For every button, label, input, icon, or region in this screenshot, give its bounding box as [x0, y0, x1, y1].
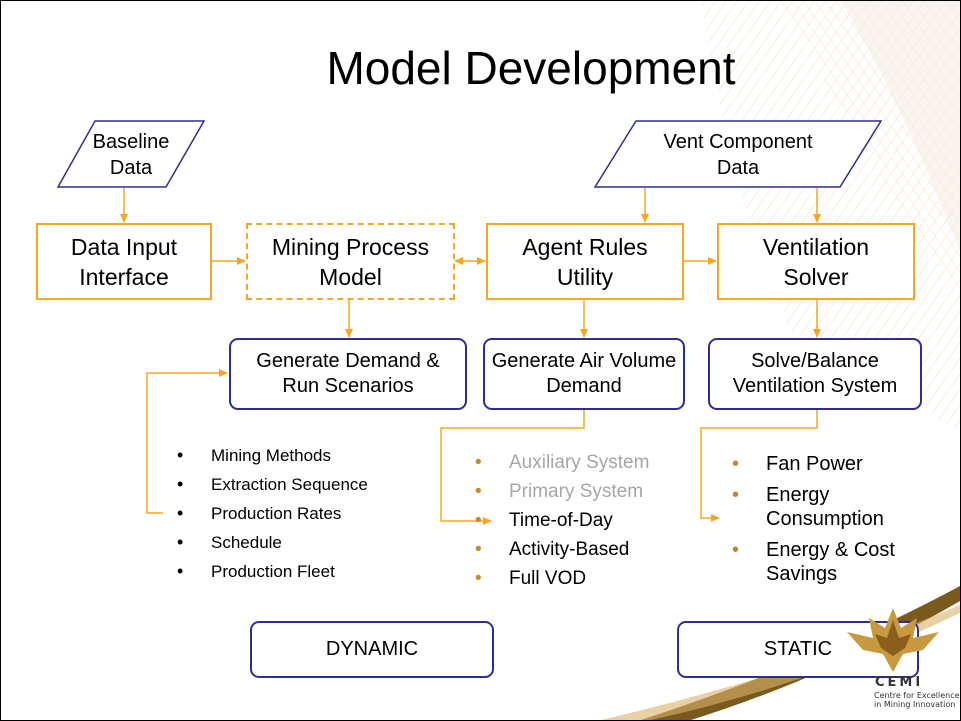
list-item: Mining Methods [173, 441, 368, 470]
baseline-data-shape [57, 120, 205, 188]
list-item: Time-of-Day [471, 506, 649, 535]
solve-balance-box: Solve/Balance Ventilation System [708, 338, 922, 410]
list-item: Primary System [471, 477, 649, 506]
vent-component-data-shape [594, 120, 882, 188]
mining-process-model-box: Mining Process Model [246, 223, 455, 300]
baseline-data-label: Baseline Data [92, 131, 170, 179]
solver-outputs-list: Fan Power Energy Consumption Energy & Co… [728, 452, 928, 593]
dynamic-box: DYNAMIC [250, 621, 494, 678]
generate-demand-box: Generate Demand & Run Scenarios [229, 338, 467, 410]
logo-caption: Centre for Excellence in Mining Innovati… [874, 691, 960, 709]
list-item: Auxiliary System [471, 448, 649, 477]
list-item: Energy & Cost Savings [728, 538, 928, 586]
bracket-air-demand [440, 410, 585, 525]
air-demand-list: Auxiliary System Primary System Time-of-… [471, 448, 649, 593]
mining-methods-list: Mining Methods Extraction Sequence Produ… [173, 441, 368, 586]
list-item: Full VOD [471, 564, 649, 593]
list-item: Schedule [173, 528, 368, 557]
bracket-balance [700, 410, 818, 522]
ventilation-solver-box: Ventilation Solver [717, 223, 915, 300]
bracket-mining-list [146, 369, 228, 514]
logo-acronym: CEMI [875, 675, 924, 690]
agent-rules-utility-box: Agent Rules Utility [486, 223, 684, 300]
vent-component-data-label: Vent Component Data [663, 131, 813, 179]
slide-title: Model Development [326, 42, 736, 94]
generate-air-volume-box: Generate Air Volume Demand [483, 338, 685, 410]
data-input-interface-box: Data Input Interface [36, 223, 212, 300]
cemi-logo-icon [847, 608, 939, 672]
list-item: Production Rates [173, 499, 368, 528]
list-item: Production Fleet [173, 557, 368, 586]
list-item: Activity-Based [471, 535, 649, 564]
list-item: Energy Consumption [728, 483, 928, 531]
list-item: Fan Power [728, 452, 928, 476]
list-item: Extraction Sequence [173, 470, 368, 499]
